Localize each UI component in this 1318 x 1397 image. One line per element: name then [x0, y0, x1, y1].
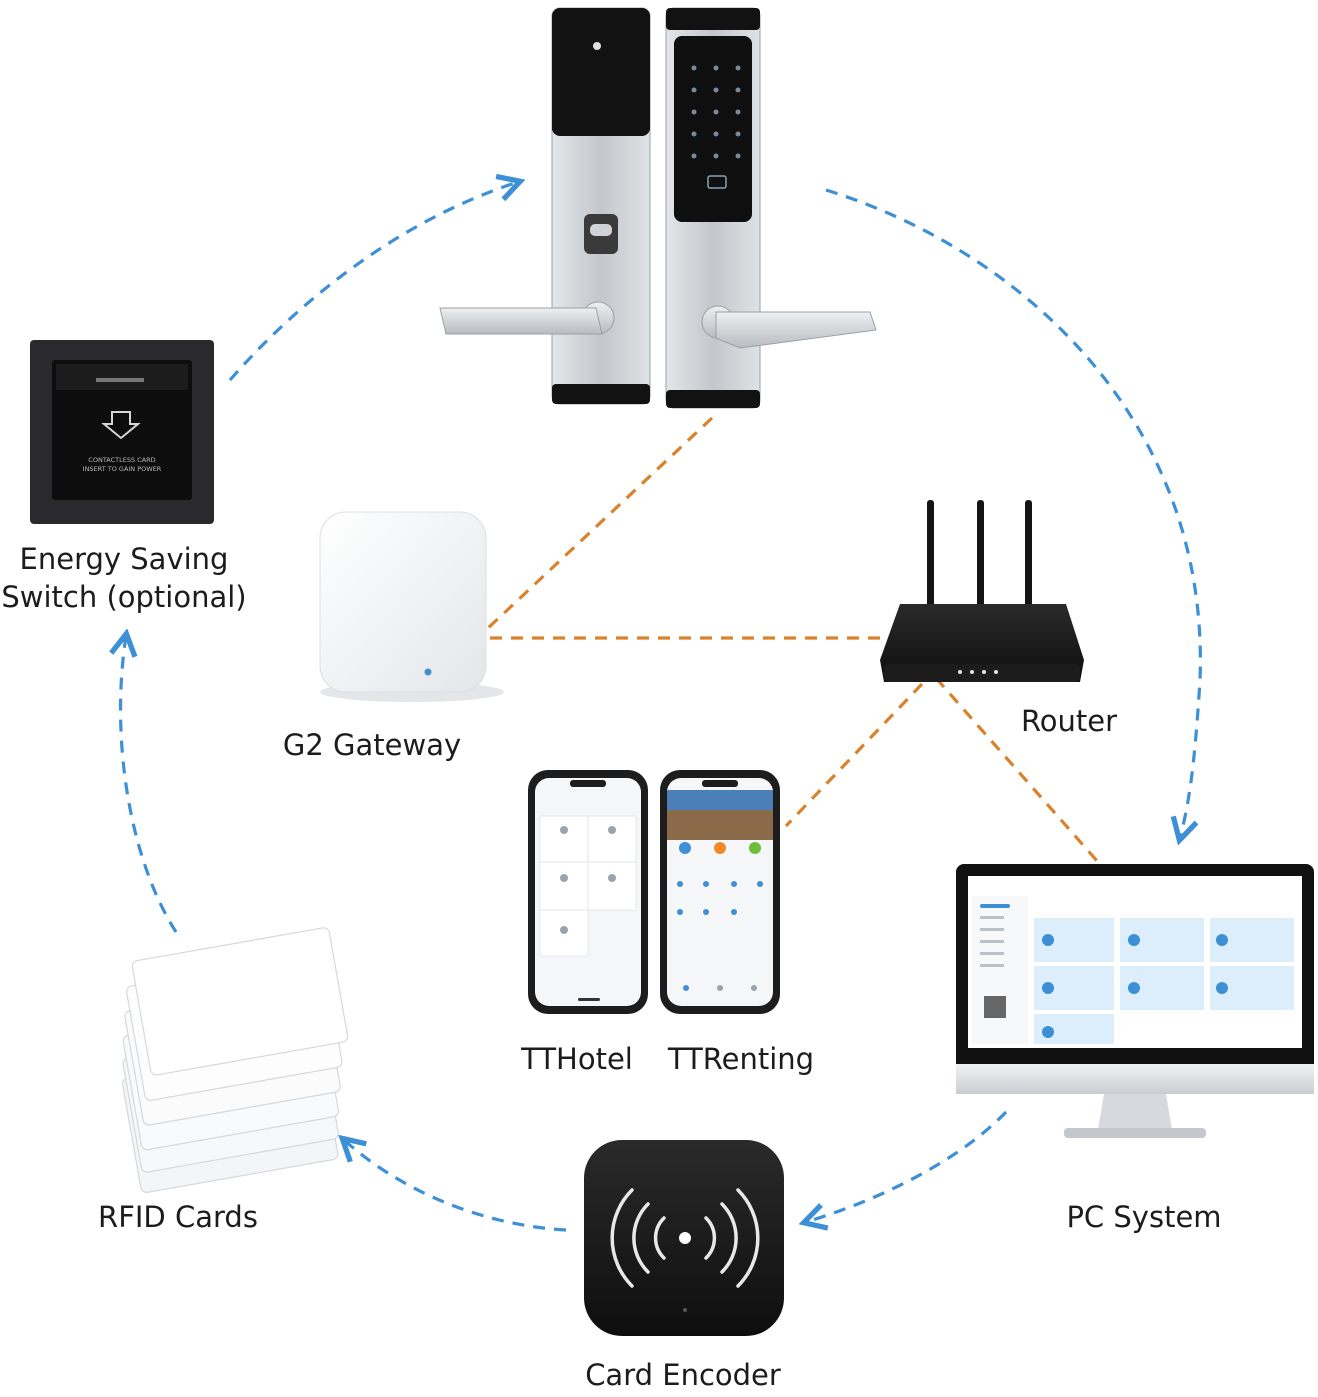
link-router-phones [784, 682, 924, 828]
energy-switch-label-line1: Energy Saving [19, 542, 229, 576]
switch-panel-text-1: CONTACTLESS CARD [88, 456, 155, 464]
wifi-router-icon [880, 500, 1084, 682]
pc-system-label: PC System [1066, 1200, 1222, 1234]
smartphone-icon [528, 770, 780, 1014]
arrow-cards-to-switch [121, 636, 178, 933]
orange-network-links [484, 416, 1100, 864]
energy-switch-label-line2: Switch (optional) [1, 580, 247, 614]
tthotel-label: TTHotel [521, 1042, 633, 1076]
card-encoder-label: Card Encoder [585, 1358, 781, 1392]
energy-switch-label: Energy Saving Switch (optional) [0, 540, 248, 616]
router-label: Router [1020, 704, 1118, 738]
arrow-switch-to-lock [228, 182, 518, 382]
blue-flow-arrows [121, 182, 1202, 1232]
smart-door-lock-icon [439, 7, 877, 409]
gateway-box-icon [319, 511, 504, 702]
arrow-encoder-to-cards [344, 1140, 567, 1232]
rfid-cards-label: RFID Cards [98, 1200, 258, 1234]
desktop-monitor-icon [956, 864, 1314, 1138]
arrow-lock-to-pc [825, 188, 1202, 838]
card-power-switch-icon: CONTACTLESS CARD INSERT TO GAIN POWER [30, 340, 214, 524]
link-lock-gateway [484, 416, 714, 632]
ttrenting-label: TTRenting [667, 1042, 815, 1076]
gateway-label: G2 Gateway [282, 728, 462, 762]
switch-panel-text-2: INSERT TO GAIN POWER [83, 465, 162, 473]
arrow-pc-to-encoder [806, 1110, 1008, 1222]
rfid-encoder-icon [584, 1140, 784, 1336]
rfid-card-stack-icon [122, 927, 349, 1193]
